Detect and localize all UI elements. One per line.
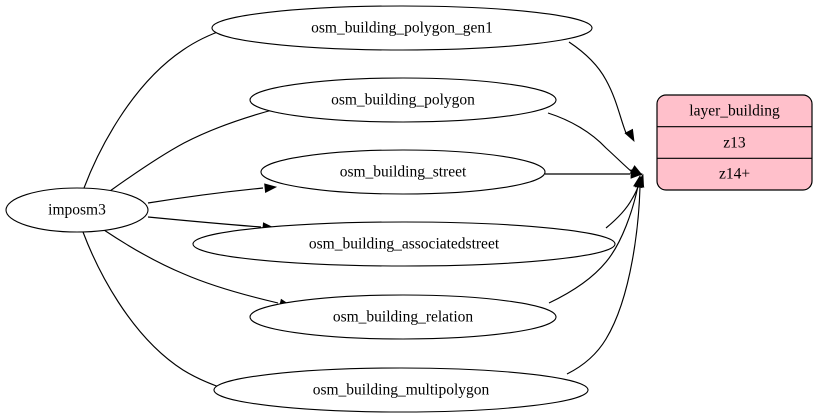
node-osm_building_associatedstreet[interactable]: osm_building_associatedstreet (192, 221, 616, 267)
arrow-head-multipolygon-to-layer_z14 (634, 174, 645, 188)
node-label-imposm3: imposm3 (48, 202, 106, 219)
node-shape-osm_building_associatedstreet (192, 221, 616, 267)
arrow-head-street-to-layer_z14 (630, 169, 644, 179)
node-osm_building_multipolygon[interactable]: osm_building_multipolygon (213, 367, 589, 413)
edge-path-imposm3-to-polygon (109, 108, 277, 192)
arrow-head-polygon_gen1-to-layer_z13 (624, 128, 635, 142)
edge-polygon_gen1-to-layer_z13 (568, 41, 635, 142)
node-label-osm_building_street: osm_building_street (340, 164, 467, 181)
record-row-label-1[interactable]: z13 (723, 135, 746, 152)
node-shape-osm_building_polygon_gen1 (211, 5, 593, 51)
node-label-osm_building_multipolygon: osm_building_multipolygon (313, 382, 490, 399)
edge-path-imposm3-to-street (147, 187, 264, 204)
record-row-label-2[interactable]: z14+ (719, 166, 750, 183)
record-box-background (656, 94, 813, 191)
edge-multipolygon-to-layer_z14 (566, 174, 645, 375)
node-shape-osm_building_street (260, 149, 546, 195)
node-label-osm_building_polygon_gen1: osm_building_polygon_gen1 (311, 20, 493, 37)
edge-path-polygon-to-layer_z14 (547, 112, 633, 173)
node-osm_building_polygon_gen1[interactable]: osm_building_polygon_gen1 (211, 5, 593, 51)
record-row-label-0[interactable]: layer_building (689, 103, 780, 120)
edge-path-imposm3-to-relation (103, 229, 279, 304)
node-osm_building_relation[interactable]: osm_building_relation (249, 294, 557, 340)
edge-path-imposm3-to-associatedstreet (147, 216, 262, 228)
arrow-head-imposm3-to-street (264, 183, 278, 193)
node-shape-osm_building_relation (249, 294, 557, 340)
node-imposm3[interactable]: imposm3 (5, 187, 149, 233)
edge-polygon-to-layer_z14 (547, 112, 643, 176)
edge-street-to-layer_z14 (545, 169, 644, 179)
node-label-osm_building_polygon: osm_building_polygon (331, 92, 475, 109)
edge-path-imposm3-to-multipolygon (82, 231, 226, 390)
edge-imposm3-to-polygon (109, 104, 290, 192)
node-osm_building_polygon[interactable]: osm_building_polygon (249, 77, 557, 123)
node-shape-imposm3 (5, 187, 149, 233)
edge-path-polygon_gen1-to-layer_z13 (568, 41, 627, 134)
edge-path-relation-to-layer_z14 (548, 185, 639, 304)
node-label-osm_building_relation: osm_building_relation (333, 309, 474, 326)
edge-imposm3-to-multipolygon (82, 231, 240, 395)
node-shape-osm_building_multipolygon (213, 367, 589, 413)
node-osm_building_street[interactable]: osm_building_street (260, 149, 546, 195)
record-node-layer-building[interactable]: layer_building z13 z14+ (656, 94, 813, 191)
node-label-osm_building_associatedstreet: osm_building_associatedstreet (309, 236, 500, 253)
edge-imposm3-to-street (147, 183, 278, 204)
edges-group (82, 23, 645, 395)
edge-path-imposm3-to-polygon_gen1 (83, 28, 227, 189)
node-shape-osm_building_polygon (249, 77, 557, 123)
edge-path-multipolygon-to-layer_z14 (566, 186, 641, 375)
nodes-group: imposm3 osm_building_polygon_gen1 osm_buil… (5, 5, 616, 413)
edge-imposm3-to-polygon_gen1 (83, 23, 240, 189)
